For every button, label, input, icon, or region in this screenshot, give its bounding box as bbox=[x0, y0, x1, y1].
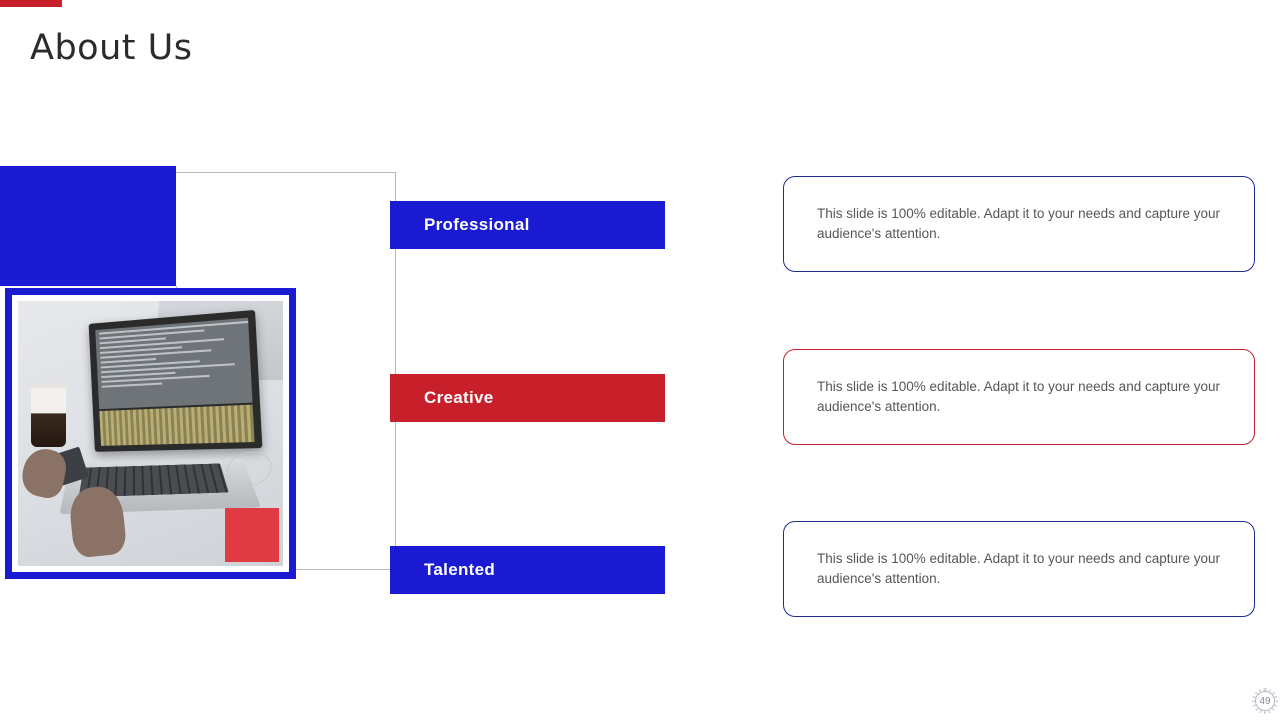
callout-text-creative: This slide is 100% editable. Adapt it to… bbox=[817, 379, 1220, 414]
photo-laptop-screen bbox=[88, 309, 262, 452]
photo-code-area bbox=[94, 317, 253, 409]
page-number-badge: 49 bbox=[1252, 688, 1278, 714]
row-label-bar-professional[interactable]: Professional bbox=[390, 201, 665, 249]
callout-talented[interactable]: This slide is 100% editable. Adapt it to… bbox=[783, 521, 1255, 617]
top-accent-bar bbox=[0, 0, 62, 7]
row-label-bar-talented[interactable]: Talented bbox=[390, 546, 665, 594]
callout-creative[interactable]: This slide is 100% editable. Adapt it to… bbox=[783, 349, 1255, 445]
page-title: About Us bbox=[30, 28, 193, 68]
page-number: 49 bbox=[1259, 695, 1271, 707]
photo-inner-matte bbox=[12, 295, 289, 572]
callout-professional[interactable]: This slide is 100% editable. Adapt it to… bbox=[783, 176, 1255, 272]
row-label-bar-creative[interactable]: Creative bbox=[390, 374, 665, 422]
laptop-photo bbox=[18, 301, 283, 566]
badge-ring bbox=[1255, 691, 1275, 711]
photo-red-accent-square bbox=[225, 508, 279, 562]
photo-frame bbox=[5, 288, 296, 579]
decorative-blue-square bbox=[0, 166, 176, 286]
photo-coffee-cup bbox=[31, 388, 66, 447]
photo-data-grid bbox=[99, 404, 255, 446]
row-title-creative: Creative bbox=[424, 388, 494, 407]
row-title-talented: Talented bbox=[424, 560, 496, 579]
row-title-professional: Professional bbox=[424, 215, 530, 234]
callout-text-professional: This slide is 100% editable. Adapt it to… bbox=[817, 206, 1220, 241]
callout-text-talented: This slide is 100% editable. Adapt it to… bbox=[817, 551, 1220, 586]
